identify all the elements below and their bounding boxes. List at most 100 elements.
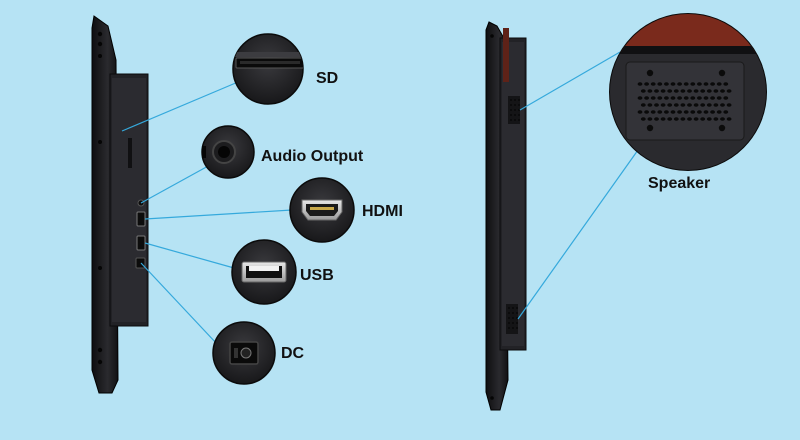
speaker-hole bbox=[710, 110, 715, 114]
speaker-hole bbox=[650, 96, 656, 100]
usb-leader-line bbox=[144, 242, 235, 269]
speaker-hole bbox=[667, 117, 673, 121]
speaker-hole bbox=[700, 89, 706, 93]
speaker-hole bbox=[726, 89, 732, 93]
speaker-hole bbox=[650, 82, 656, 86]
speaker-hole bbox=[644, 96, 649, 100]
sd-label: SD bbox=[316, 70, 339, 87]
speaker-hole bbox=[644, 82, 649, 86]
speaker-hole bbox=[654, 103, 659, 107]
left-device-usb-port bbox=[136, 235, 146, 251]
speaker-hole bbox=[706, 89, 712, 93]
speaker-hole bbox=[713, 89, 719, 93]
speaker-hole bbox=[697, 96, 702, 100]
speaker-hole bbox=[670, 82, 676, 86]
speaker-hole bbox=[700, 103, 706, 107]
speaker-hole bbox=[673, 103, 679, 107]
speaker-hole bbox=[640, 117, 646, 121]
hdmi-label: HDMI bbox=[362, 203, 403, 220]
speaker-hole bbox=[680, 103, 686, 107]
speaker-hole bbox=[647, 89, 653, 93]
speaker-hole bbox=[640, 89, 646, 93]
speaker-hole bbox=[683, 110, 689, 114]
speaker-hole bbox=[723, 110, 729, 114]
speaker-hole bbox=[723, 96, 729, 100]
speaker-hole bbox=[644, 110, 649, 114]
speaker-hole bbox=[690, 96, 696, 100]
leader-lines bbox=[121, 51, 639, 345]
speaker-hole bbox=[713, 117, 719, 121]
hdmi-port-icon bbox=[289, 177, 355, 243]
audio-leader-line bbox=[140, 164, 211, 204]
speaker-hole bbox=[683, 96, 689, 100]
speaker-hole bbox=[697, 82, 702, 86]
usb-label: USB bbox=[300, 267, 334, 284]
hdmi-leader-line bbox=[144, 209, 293, 220]
speaker-hole bbox=[660, 117, 666, 121]
dc-power-jack-icon bbox=[212, 321, 276, 385]
speaker-hole bbox=[716, 82, 722, 86]
speaker-hole bbox=[700, 117, 706, 121]
speaker-hole bbox=[726, 117, 732, 121]
speaker-hole bbox=[660, 103, 666, 107]
speaker-hole bbox=[654, 117, 659, 121]
speaker-hole bbox=[693, 89, 699, 93]
speaker-hole bbox=[720, 103, 725, 107]
speaker-hole bbox=[706, 103, 712, 107]
speaker-hole bbox=[647, 117, 653, 121]
speaker-hole bbox=[720, 89, 725, 93]
speaker-hole bbox=[657, 82, 663, 86]
speaker-hole bbox=[720, 117, 725, 121]
speaker-leader-line-bottom bbox=[517, 149, 639, 320]
sd-leader-line bbox=[121, 81, 239, 132]
left-device-hdmi-port bbox=[136, 211, 146, 227]
speaker-hole bbox=[673, 89, 679, 93]
speaker-hole bbox=[650, 110, 656, 114]
speaker-hole bbox=[657, 96, 663, 100]
speaker-hole bbox=[690, 110, 696, 114]
audio-output-label: Audio Output bbox=[261, 148, 364, 165]
right-device-speaker-top bbox=[508, 96, 520, 124]
speaker-hole bbox=[680, 117, 686, 121]
speaker-hole bbox=[654, 89, 659, 93]
speaker-grille-icon bbox=[609, 13, 767, 171]
right-device-speaker-bottom bbox=[506, 304, 518, 334]
speaker-hole bbox=[706, 117, 712, 121]
usb-port-icon bbox=[231, 239, 297, 305]
speaker-hole bbox=[637, 96, 643, 100]
audio-jack-icon bbox=[201, 125, 255, 179]
speaker-hole bbox=[687, 117, 692, 121]
dc-label: DC bbox=[281, 345, 305, 362]
speaker-hole bbox=[637, 82, 643, 86]
speaker-hole bbox=[664, 82, 669, 86]
speaker-hole bbox=[716, 110, 722, 114]
speaker-hole bbox=[723, 82, 729, 86]
speaker-hole bbox=[667, 103, 673, 107]
speaker-hole bbox=[660, 89, 666, 93]
speaker-hole bbox=[667, 89, 673, 93]
speaker-hole bbox=[716, 96, 722, 100]
speaker-hole bbox=[726, 103, 732, 107]
speaker-hole bbox=[670, 96, 676, 100]
speaker-hole bbox=[640, 103, 646, 107]
speaker-hole bbox=[664, 96, 669, 100]
speaker-hole bbox=[687, 103, 692, 107]
speaker-hole bbox=[713, 103, 719, 107]
speaker-hole bbox=[687, 89, 692, 93]
speaker-hole bbox=[657, 110, 663, 114]
speaker-hole bbox=[637, 110, 643, 114]
speaker-hole bbox=[677, 110, 682, 114]
speaker-hole bbox=[690, 82, 696, 86]
speaker-hole bbox=[703, 110, 709, 114]
speaker-hole bbox=[670, 110, 676, 114]
speaker-hole bbox=[664, 110, 669, 114]
speaker-hole bbox=[710, 82, 715, 86]
speaker-hole bbox=[647, 103, 653, 107]
speaker-hole bbox=[710, 96, 715, 100]
speaker-leader-line-top bbox=[519, 51, 621, 111]
speaker-hole bbox=[703, 82, 709, 86]
speaker-hole bbox=[697, 110, 702, 114]
sd-slot-icon bbox=[232, 33, 304, 105]
speaker-label: Speaker bbox=[648, 175, 711, 192]
